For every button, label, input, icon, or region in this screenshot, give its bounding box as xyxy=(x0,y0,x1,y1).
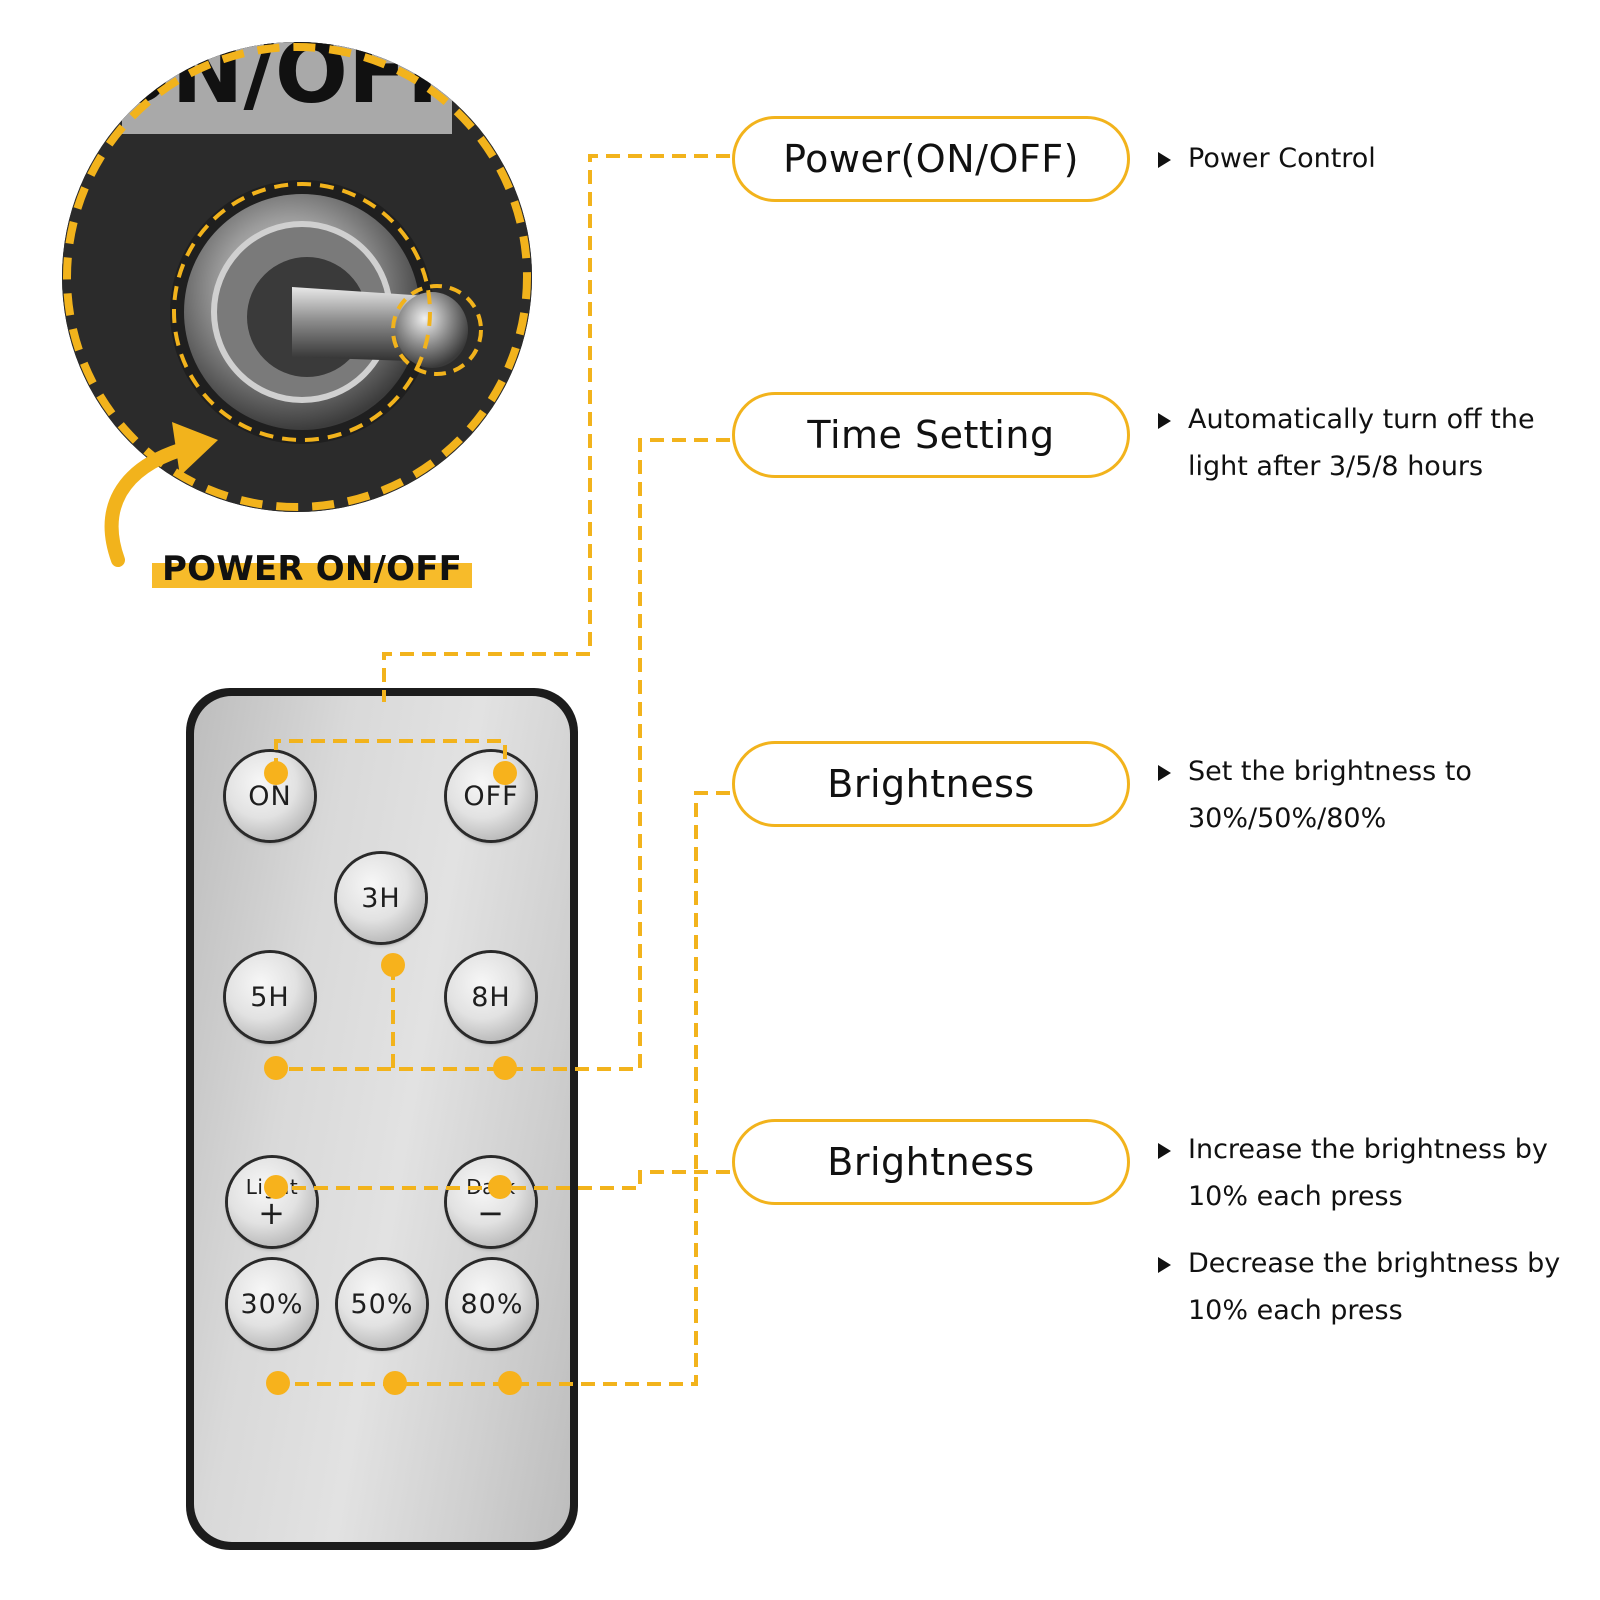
remote-on-label: ON xyxy=(248,780,292,812)
desc-power-bullet: Power Control xyxy=(1158,135,1578,182)
callout-power-title: Power(ON/OFF) xyxy=(783,137,1079,181)
callout-brightness-presets-title: Brightness xyxy=(827,762,1035,806)
remote-face: ON OFF 3H 5H 8H Light + Dark − 30% 50% 8… xyxy=(194,696,570,1542)
plus-icon: + xyxy=(258,1194,286,1232)
callout-brightness-adjust: Brightness xyxy=(732,1119,1130,1205)
remote-on-button[interactable]: ON xyxy=(226,752,314,840)
bullet-triangle-icon xyxy=(1158,1257,1171,1273)
remote-5h-label: 5H xyxy=(250,981,290,1013)
desc-decrease-text: Decrease the brightness by 10% each pres… xyxy=(1188,1248,1561,1326)
remote-80-label: 80% xyxy=(460,1288,524,1320)
desc-brightness-presets-bullet: Set the brightness to 30%/50%/80% xyxy=(1158,748,1578,842)
remote-control: ON OFF 3H 5H 8H Light + Dark − 30% 50% 8… xyxy=(186,688,578,1550)
remote-light-plus-button[interactable]: Light + xyxy=(228,1158,316,1246)
remote-30-button[interactable]: 30% xyxy=(228,1260,316,1348)
minus-icon: − xyxy=(477,1194,505,1232)
callout-time-setting: Time Setting xyxy=(732,392,1130,478)
remote-3h-button[interactable]: 3H xyxy=(337,854,425,942)
remote-5h-button[interactable]: 5H xyxy=(226,953,314,1041)
remote-80-button[interactable]: 80% xyxy=(448,1260,536,1348)
remote-off-label: OFF xyxy=(463,780,519,812)
callout-brightness-presets: Brightness xyxy=(732,741,1130,827)
remote-30-label: 30% xyxy=(240,1288,304,1320)
bullet-triangle-icon xyxy=(1158,152,1171,168)
desc-brightness-adjust: Increase the brightness by 10% each pres… xyxy=(1158,1126,1578,1334)
remote-50-button[interactable]: 50% xyxy=(338,1260,426,1348)
callout-power: Power(ON/OFF) xyxy=(732,116,1130,202)
desc-time: Automatically turn off the light after 3… xyxy=(1158,396,1578,490)
switch-top-text: ON/OFF xyxy=(98,42,465,123)
remote-off-button[interactable]: OFF xyxy=(447,752,535,840)
switch-caption: POWER ON/OFF xyxy=(152,548,473,589)
callout-brightness-adjust-title: Brightness xyxy=(827,1140,1035,1184)
desc-increase-text: Increase the brightness by 10% each pres… xyxy=(1188,1134,1548,1212)
remote-dark-minus-button[interactable]: Dark − xyxy=(447,1158,535,1246)
desc-brightness-presets: Set the brightness to 30%/50%/80% xyxy=(1158,748,1578,842)
desc-decrease-bullet: Decrease the brightness by 10% each pres… xyxy=(1158,1240,1578,1334)
remote-3h-label: 3H xyxy=(361,882,401,914)
curved-arrow-icon xyxy=(104,422,218,567)
bullet-triangle-icon xyxy=(1158,765,1171,781)
remote-8h-label: 8H xyxy=(471,981,511,1013)
desc-brightness-presets-text: Set the brightness to 30%/50%/80% xyxy=(1188,756,1472,834)
desc-time-text: Automatically turn off the light after 3… xyxy=(1188,404,1535,482)
callout-time-title: Time Setting xyxy=(807,413,1055,457)
desc-time-bullet: Automatically turn off the light after 3… xyxy=(1158,396,1578,490)
desc-increase-bullet: Increase the brightness by 10% each pres… xyxy=(1158,1126,1578,1220)
bullet-triangle-icon xyxy=(1158,1143,1171,1159)
bullet-triangle-icon xyxy=(1158,413,1171,429)
remote-50-label: 50% xyxy=(350,1288,414,1320)
desc-power-text: Power Control xyxy=(1188,143,1376,174)
desc-power: Power Control xyxy=(1158,135,1578,182)
remote-8h-button[interactable]: 8H xyxy=(447,953,535,1041)
